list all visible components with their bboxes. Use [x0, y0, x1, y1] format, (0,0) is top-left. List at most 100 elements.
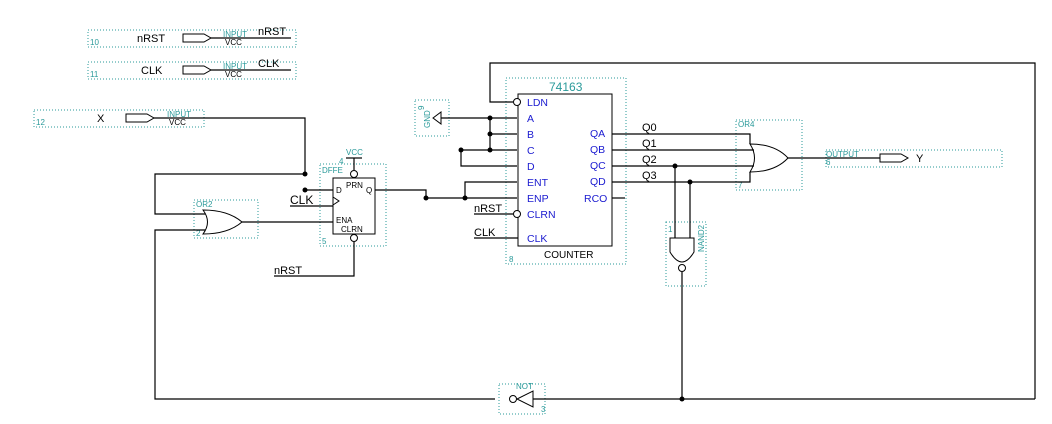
junction-gnd-a [487, 115, 493, 121]
not-number: 3 [541, 405, 546, 414]
junction-d [302, 187, 308, 193]
input-x[interactable]: 12 X INPUT VCC [33, 109, 205, 128]
counter-ldn-bubble [513, 98, 521, 106]
dffe-pin-d: D [336, 186, 342, 195]
counter-74163[interactable]: 74163 COUNTER 8 LDN A B C D ENT ENP CLRN… [505, 77, 627, 265]
nand2-number: 1 [668, 225, 673, 234]
dffe-type: DFFE [322, 166, 343, 175]
dffe-pin-q: Q [366, 186, 372, 195]
wire-gnd-d [460, 150, 517, 167]
output-y-kind: OUTPUT [826, 150, 859, 159]
dffe-vcc-number: 4 [339, 157, 344, 166]
or4-gate[interactable]: OR4 7 [735, 119, 803, 191]
or4-type: OR4 [738, 120, 755, 129]
net-q1: Q1 [642, 138, 657, 150]
input-clk-name: CLK [141, 65, 163, 77]
net-q3: Q3 [642, 170, 657, 182]
dffe[interactable]: DFFE 5 4 PRN D Q ENA CLRN [319, 157, 387, 247]
input-x-vcc: VCC [169, 118, 186, 127]
counter-pin-a: A [527, 113, 534, 125]
or2-body [202, 209, 243, 235]
input-clk-symbol [182, 65, 213, 75]
counter-caption: COUNTER [544, 250, 593, 261]
or2-type: OR2 [196, 200, 213, 209]
output-y[interactable]: OUTPUT 6 Y [825, 149, 1003, 168]
counter-pin-enp: ENP [527, 193, 549, 205]
output-y-number: 6 [826, 158, 831, 167]
counter-pin-c: C [527, 145, 535, 157]
input-clk-number: 11 [90, 70, 99, 79]
junction-gnd-b [487, 131, 493, 137]
wire-feedback-ldn [489, 62, 1036, 399]
nand2-bubble [678, 264, 686, 272]
input-clk-net: CLK [258, 58, 280, 70]
counter-title: 74163 [549, 80, 583, 94]
dffe-number: 5 [322, 237, 327, 246]
input-nrst[interactable]: 10 nRST INPUT VCC nRST [87, 26, 297, 48]
counter-pin-rco: RCO [584, 193, 607, 205]
nand2-frame [665, 221, 707, 287]
counter-pin-qc: QC [590, 160, 606, 172]
output-y-symbol [879, 153, 910, 163]
input-clk-kind: INPUT [223, 62, 247, 71]
counter-pin-ldn: LDN [527, 97, 548, 109]
counter-pin-qb: QB [590, 144, 605, 156]
input-nrst-name: nRST [137, 33, 165, 45]
dffe-pin-clrn: CLRN [341, 225, 363, 234]
dffe-vcc-label: VCC [346, 148, 363, 157]
not-body [515, 390, 534, 408]
dffe-net-clk: CLK [290, 193, 313, 207]
nand2-body [669, 237, 695, 263]
not-gate[interactable]: NOT 3 [498, 382, 546, 415]
or4-number: 7 [738, 181, 743, 190]
wire-or2-in1 [154, 173, 305, 215]
or2-number: 2 [196, 229, 201, 238]
counter-pin-ent: ENT [527, 177, 549, 189]
counter-pin-qa: QA [590, 128, 605, 140]
nand2-gate[interactable]: NAND2 1 [665, 221, 707, 287]
or2-gate[interactable]: OR2 2 [193, 199, 259, 239]
output-y-frame [825, 149, 1003, 168]
wire-x [154, 117, 306, 174]
counter-net-nrst: nRST [474, 203, 502, 215]
input-x-symbol [125, 113, 156, 123]
counter-pin-d: D [527, 161, 535, 173]
dffe-clock-triangle [332, 196, 340, 206]
counter-body [517, 93, 613, 247]
counter-frame [505, 77, 627, 265]
or4-frame [735, 119, 803, 191]
input-nrst-symbol [182, 33, 213, 43]
counter-pin-clk: CLK [527, 233, 547, 245]
counter-pin-clrn: CLRN [527, 209, 556, 221]
counter-net-clk: CLK [474, 227, 496, 239]
wire-or2-in2 [154, 229, 495, 400]
wire-ent [464, 181, 517, 198]
counter-number: 8 [509, 255, 514, 264]
net-q0: Q0 [642, 122, 657, 134]
junction-gnd-c [487, 147, 493, 153]
input-clk[interactable]: 11 CLK INPUT VCC CLK [87, 58, 297, 80]
input-clk-vcc: VCC [225, 70, 242, 79]
gnd-number: 9 [417, 105, 426, 110]
dffe-clrn-bubble [350, 234, 358, 242]
dffe-prn-bubble [350, 170, 358, 178]
wire-dffe-clrn [274, 242, 355, 277]
dffe-frame [319, 163, 387, 247]
dffe-net-nrst: nRST [274, 265, 302, 277]
input-nrst-net: nRST [258, 26, 286, 38]
input-nrst-kind: INPUT [223, 30, 247, 39]
input-x-name: X [97, 113, 105, 125]
junction-x [302, 171, 308, 177]
junction-q [423, 195, 429, 201]
gnd-triangle [432, 111, 442, 125]
input-x-kind: INPUT [167, 110, 191, 119]
wire-qa [612, 133, 751, 144]
dffe-pin-prn: PRN [346, 181, 363, 190]
dffe-pin-ena: ENA [336, 216, 353, 225]
counter-clrn-bubble [513, 210, 521, 218]
input-nrst-vcc: VCC [225, 38, 242, 47]
output-y-name: Y [916, 153, 924, 165]
nand2-type: NAND2 [697, 224, 706, 252]
not-bubble [509, 395, 517, 403]
